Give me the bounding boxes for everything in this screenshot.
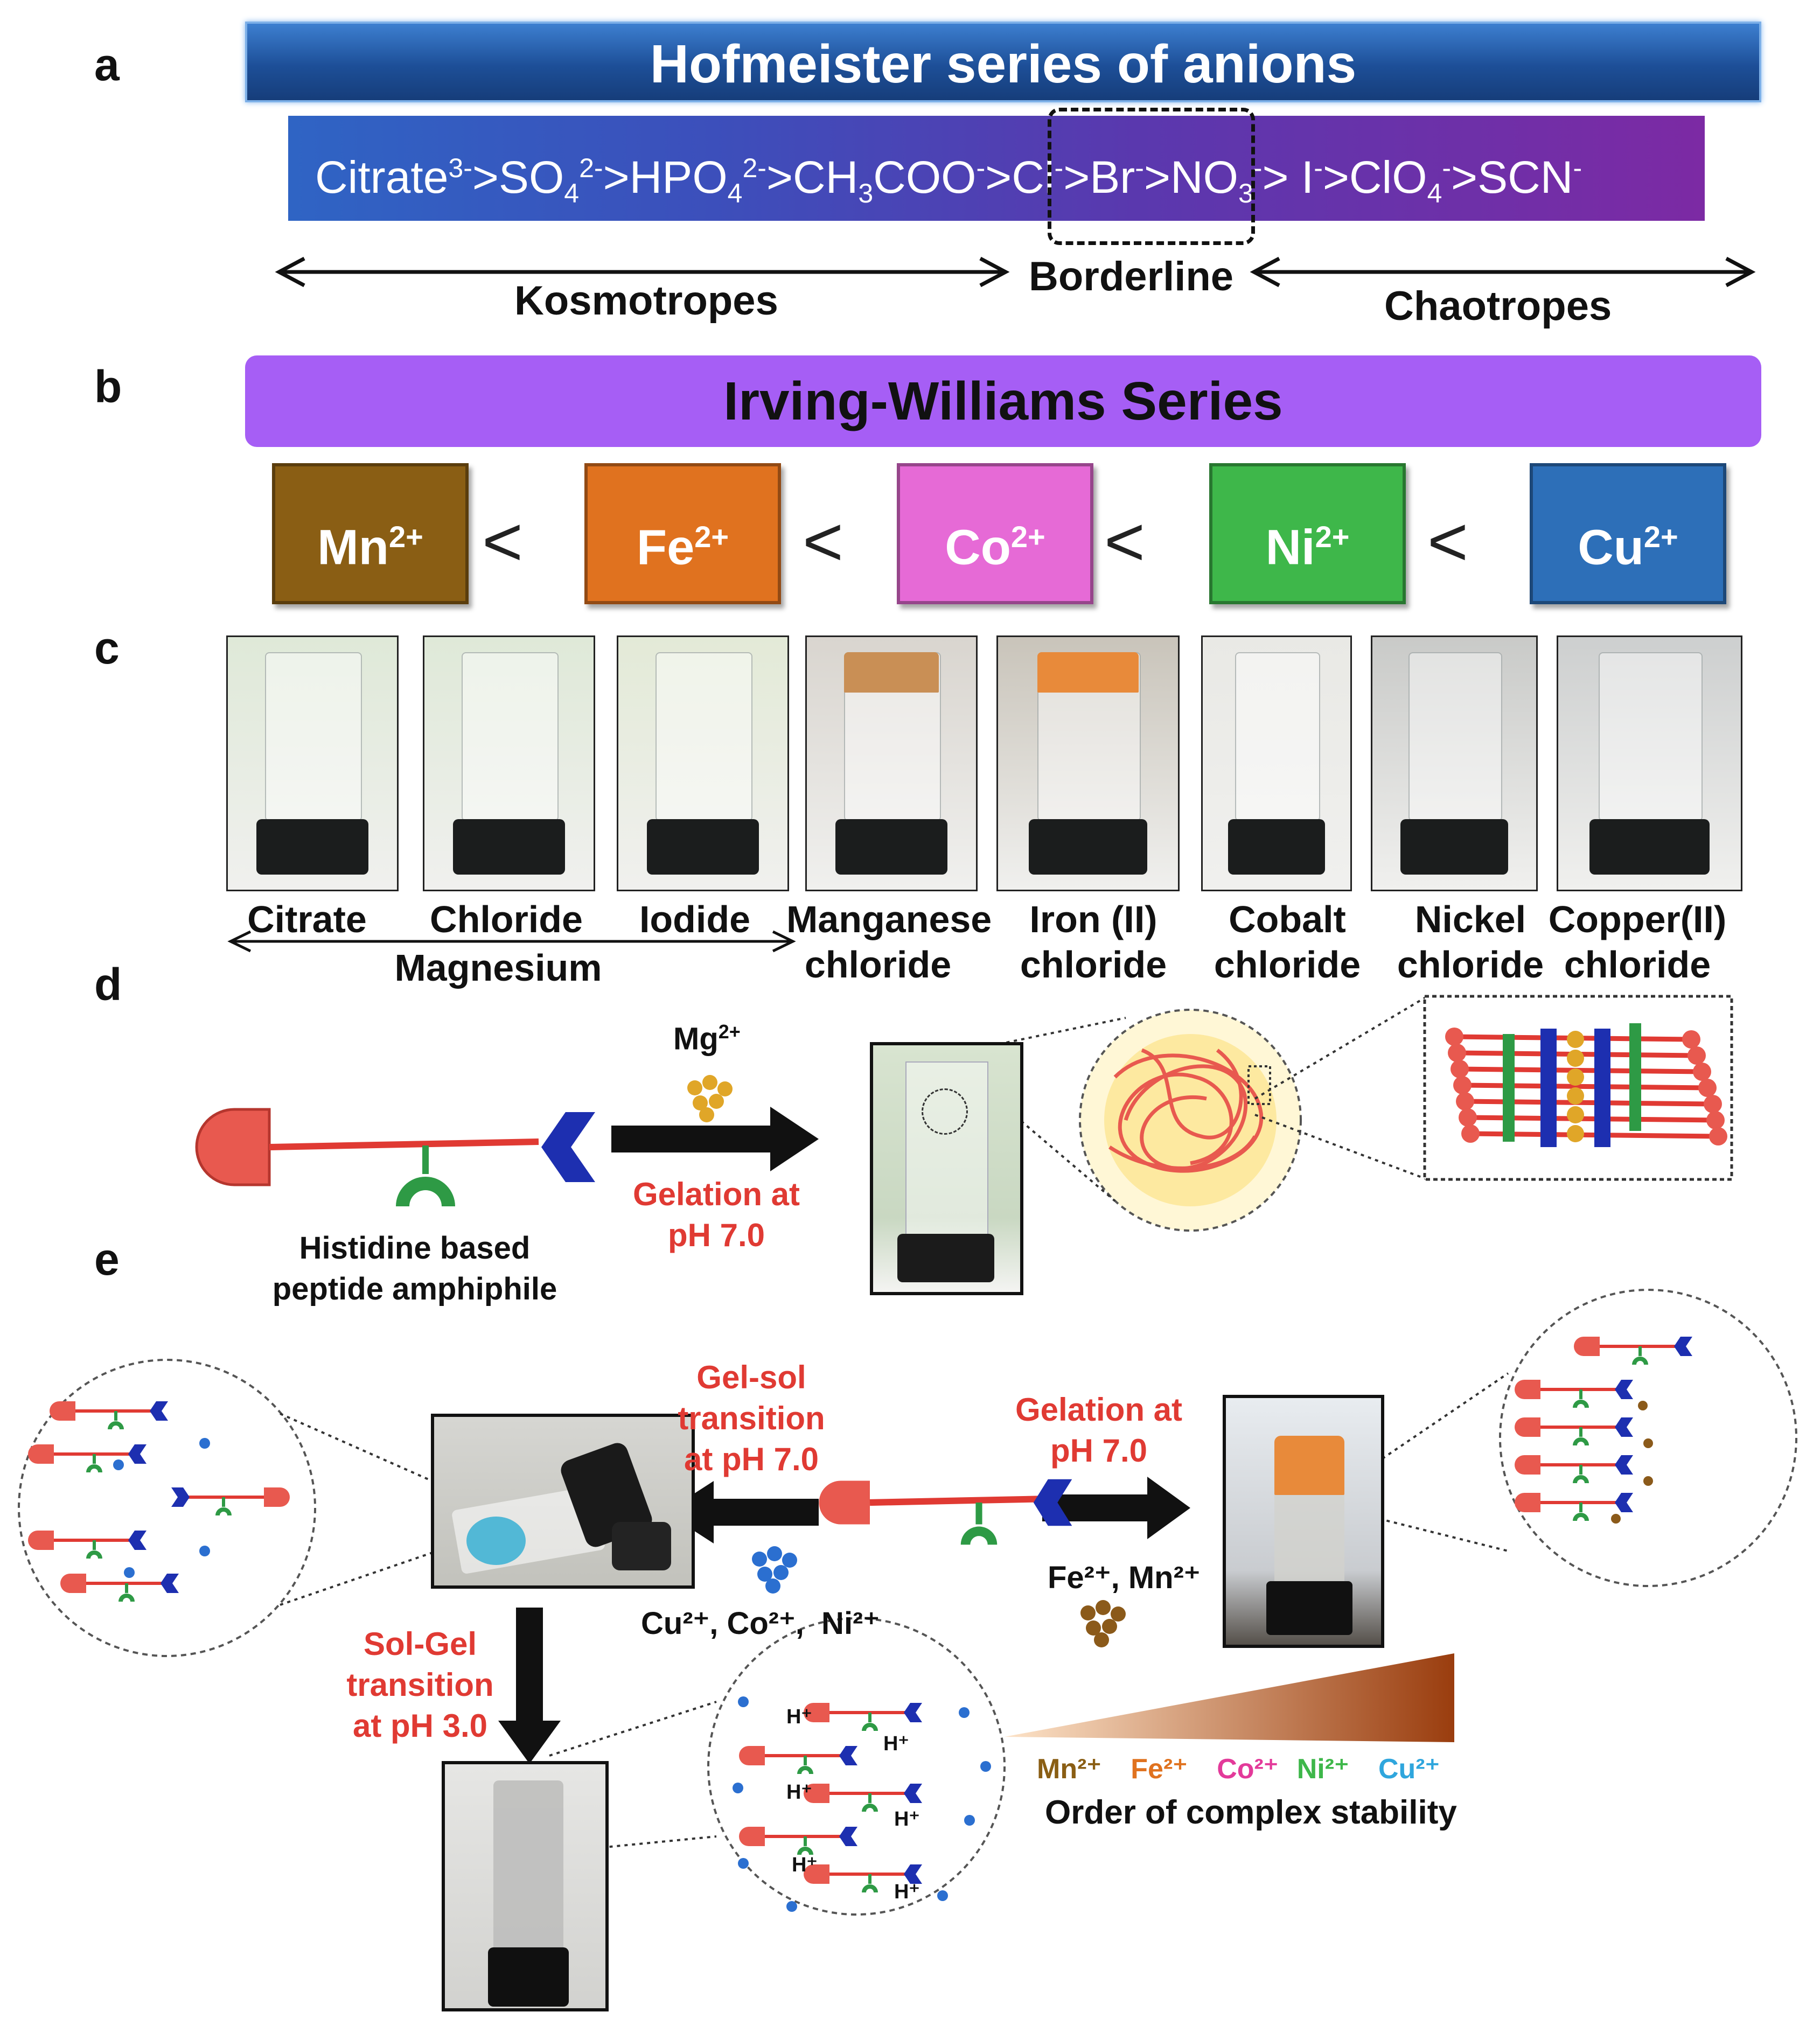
proton-label: H⁺ (883, 1732, 909, 1755)
stability-ion-row: Mn²⁺ Fe²⁺ Co²⁺ Ni²⁺ Cu²⁺ (1037, 1753, 1440, 1785)
anion-0: Citrate3- (315, 152, 472, 202)
anion-7: > I- (1262, 152, 1323, 202)
panel-label-a: a (94, 39, 120, 90)
borderline-label: Borderline (1029, 254, 1234, 299)
anion-9: >SCN- (1451, 152, 1582, 202)
ion-box-fe: Fe2+ (584, 463, 781, 604)
irving-williams-title-banner: Irving-Williams Series (245, 355, 1761, 447)
vial-caption-0: Citrate (247, 898, 367, 940)
vial-photo-0 (226, 635, 399, 891)
chaotropes-label: Chaotropes (1384, 283, 1612, 329)
sol-gel-arrow-icon (498, 1608, 561, 1764)
vial-photo-7 (1557, 635, 1742, 891)
less-than-sign: < (803, 502, 843, 581)
cu-co-ni-ion-label: Cu²⁺, Co²⁺, Ni²⁺ (641, 1606, 880, 1641)
vial-photo-2 (617, 635, 789, 891)
proton-label: H⁺ (786, 1781, 812, 1804)
ion-box-ni: Ni2+ (1209, 463, 1406, 604)
protonated-zoom-circle (707, 1617, 1006, 1916)
fe-complex-zoom-circle (1499, 1289, 1797, 1587)
less-than-sign: < (1104, 502, 1145, 581)
panel-label-d: d (94, 959, 122, 1010)
proton-label: H⁺ (894, 1881, 920, 1903)
vial-caption-2: Iodide (639, 898, 751, 940)
anion-6: >NO3- (1143, 152, 1263, 208)
anion-3: >CH3COO- (766, 152, 986, 208)
stability-order-label: Order of complex stability (1045, 1794, 1457, 1831)
anion-8: >ClO4- (1322, 152, 1452, 208)
vial-photo-6 (1371, 635, 1538, 891)
panel-d-scheme (195, 995, 1733, 1232)
proton-label: H⁺ (894, 1808, 920, 1831)
stability-ion-co: Co²⁺ (1217, 1753, 1279, 1785)
panel-label-e: e (94, 1234, 120, 1284)
magnesium-group-label: Magnesium (394, 947, 602, 989)
mg-ion-label: Mg2+ (673, 1021, 741, 1057)
anion-5: >Br- (1063, 152, 1144, 202)
ion-box-co: Co2+ (897, 463, 1093, 604)
fe-mn-ion-label: Fe²⁺, Mn²⁺ (1048, 1560, 1201, 1595)
fe-mn-ion-cluster-icon (1080, 1600, 1126, 1647)
panel-e-scheme (18, 1289, 1797, 1916)
magnesium-range-arrow (227, 930, 796, 953)
vial-photo-3 (805, 635, 978, 891)
stability-ion-fe: Fe²⁺ (1131, 1753, 1188, 1785)
anion-2: >HPO42- (603, 152, 766, 208)
hofmeister-arrows (275, 256, 1756, 288)
stability-ion-ni: Ni²⁺ (1296, 1753, 1349, 1785)
mg-gel-vial-photo (870, 1042, 1023, 1295)
peptide-amphiphile-icon (195, 1108, 595, 1206)
anion-1: >SO42- (472, 152, 603, 208)
central-amphiphile-icon (819, 1479, 1072, 1545)
vial-photo-1 (423, 635, 595, 891)
vial-caption-7: Copper(II)chloride (1548, 898, 1727, 986)
stability-gradient-wedge (1005, 1653, 1454, 1742)
vial-photo-5 (1201, 635, 1352, 891)
ion-box-mn: Mn2+ (272, 463, 469, 604)
stability-ion-mn: Mn²⁺ (1037, 1753, 1101, 1785)
mg-ion-cluster-icon (687, 1075, 733, 1122)
panel-label-b: b (94, 361, 122, 412)
less-than-sign: < (482, 502, 523, 581)
vial-caption-1: Chloride (430, 898, 583, 940)
anion-4: >Cl- (985, 152, 1064, 202)
hofmeister-series-bar: Citrate3->SO42->HPO42->CH3COO->Cl->Br->N… (288, 116, 1705, 221)
vial-caption-4: Iron (II)chloride (1020, 898, 1167, 986)
proton-label: H⁺ (786, 1706, 812, 1728)
gelation-arrow-icon (611, 1107, 819, 1171)
ph3-gel-vial-photo (442, 1761, 609, 2011)
hofmeister-title-banner: Hofmeister series of anions (245, 22, 1761, 102)
stability-ion-cu: Cu²⁺ (1378, 1753, 1440, 1785)
less-than-sign: < (1427, 502, 1468, 581)
cu-ion-cluster-icon (752, 1546, 797, 1594)
vial-photo-4 (996, 635, 1180, 891)
ion-box-cu: Cu2+ (1530, 463, 1726, 604)
panel-label-c: c (94, 623, 120, 673)
proton-label: H⁺ (792, 1854, 818, 1876)
fibril-stack-icon (1445, 1023, 1727, 1147)
cu-sol-vial-photo (431, 1414, 695, 1589)
fe-gel-vial-photo (1223, 1395, 1384, 1648)
borderline-highlight-box (1048, 108, 1255, 245)
kosmotropes-label: Kosmotropes (514, 278, 778, 324)
